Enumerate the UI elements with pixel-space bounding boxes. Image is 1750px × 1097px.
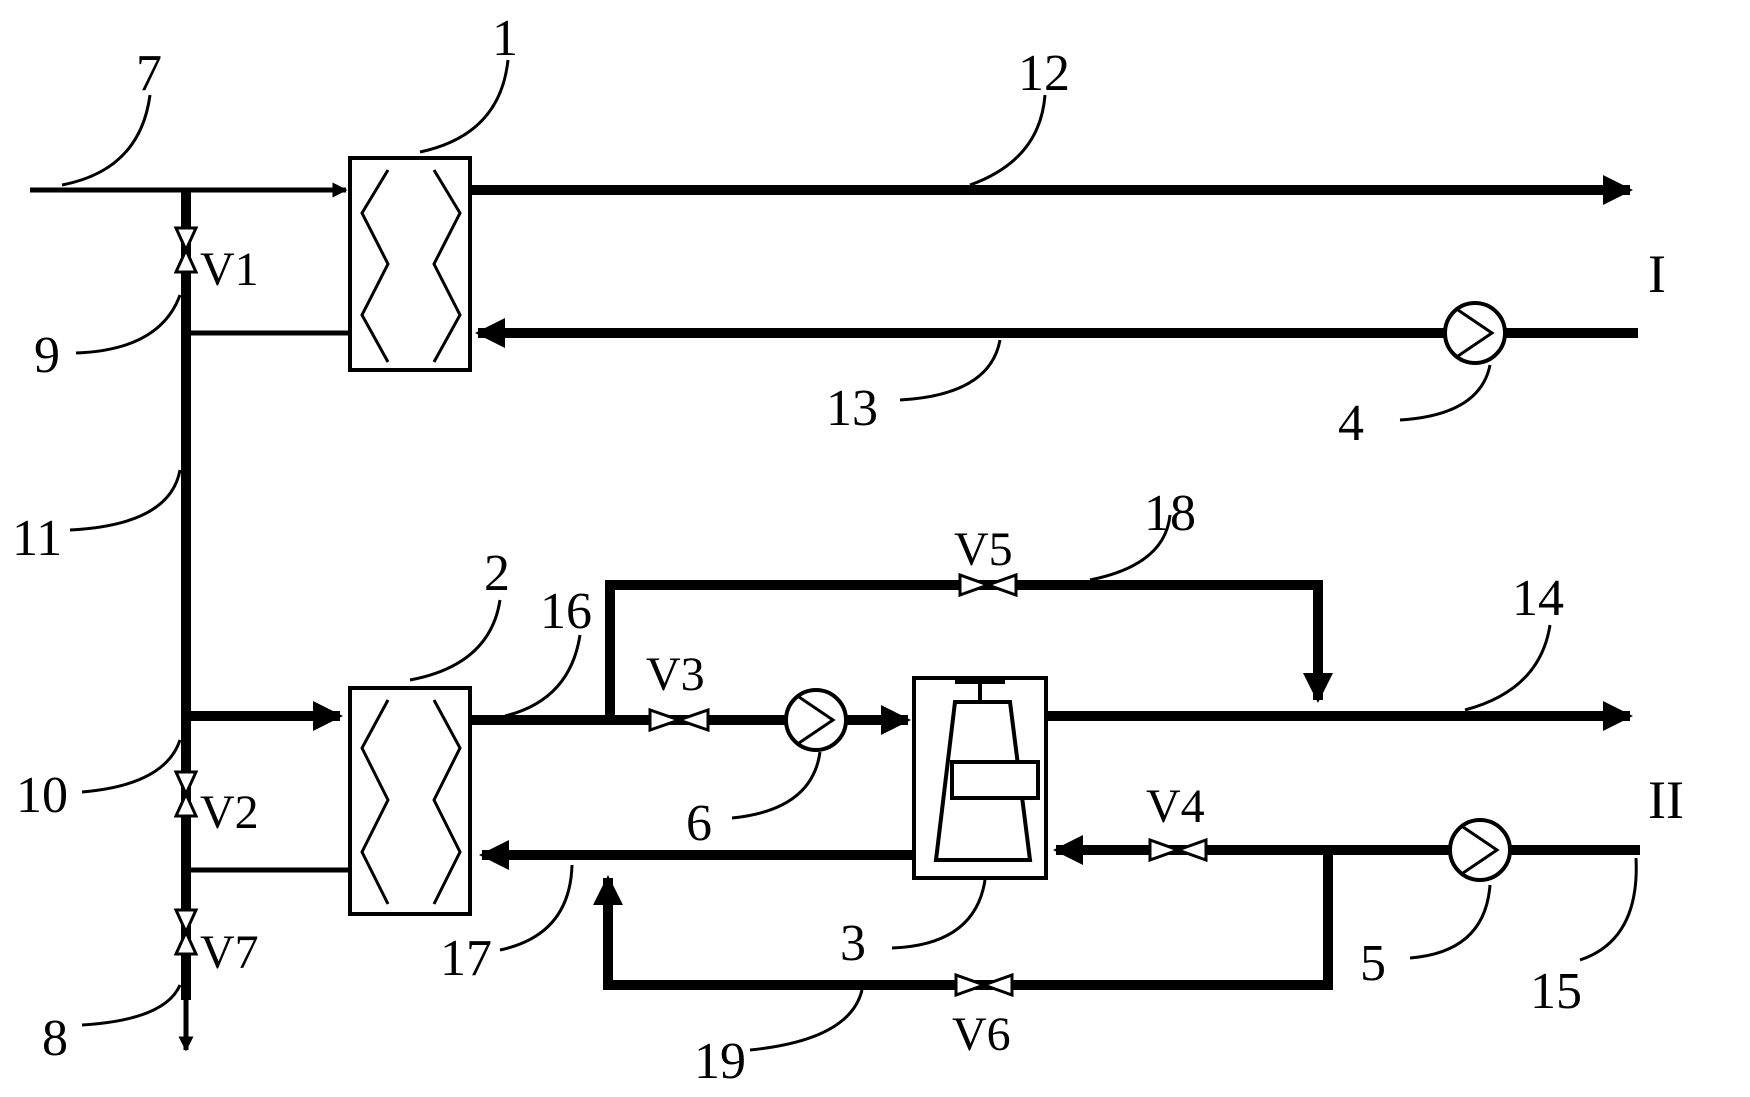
leader-15 — [1579, 857, 1638, 962]
leader-14 — [1464, 624, 1552, 712]
label-16: 16 — [540, 583, 592, 640]
leader-13 — [899, 339, 1002, 402]
label-11: 11 — [12, 510, 62, 567]
label-4: 4 — [1338, 395, 1364, 452]
label-v1: V1 — [200, 243, 259, 296]
leader-8 — [81, 984, 182, 1027]
valve-v6 — [954, 972, 1014, 998]
label-v6: V6 — [952, 1008, 1011, 1061]
label-v3: V3 — [646, 648, 705, 701]
label-13: 13 — [826, 380, 878, 437]
leader-9 — [75, 294, 182, 355]
leader-17 — [499, 864, 574, 952]
leader-4 — [1399, 364, 1492, 422]
label-circuit-1: I — [1648, 244, 1666, 304]
leader-7 — [61, 94, 152, 187]
heat-pump-unit-3 — [912, 676, 1048, 880]
leader-6 — [731, 751, 822, 820]
label-6: 6 — [686, 795, 712, 852]
label-8: 8 — [42, 1010, 68, 1067]
pump-5 — [1448, 818, 1512, 882]
label-v2: V2 — [200, 786, 259, 839]
leader-2 — [409, 599, 502, 682]
label-2: 2 — [484, 545, 510, 602]
pump-6 — [784, 688, 848, 752]
label-18: 18 — [1144, 485, 1196, 542]
label-14: 14 — [1512, 570, 1564, 627]
valve-v5 — [958, 572, 1018, 598]
label-1: 1 — [492, 10, 518, 67]
heat-exchanger-2 — [348, 686, 472, 916]
valve-v4 — [1148, 837, 1208, 863]
leader-16 — [504, 634, 582, 718]
leader-3 — [891, 879, 987, 950]
label-12: 12 — [1018, 45, 1070, 102]
valve-v7 — [173, 908, 199, 956]
label-17: 17 — [440, 930, 492, 987]
label-v5: V5 — [954, 523, 1013, 576]
label-9: 9 — [34, 327, 60, 384]
leader-19 — [749, 989, 864, 1052]
valve-v3 — [648, 707, 710, 733]
label-v7: V7 — [200, 926, 259, 979]
leader-12 — [969, 94, 1047, 187]
label-7: 7 — [136, 45, 162, 102]
leader-18 — [1089, 514, 1172, 582]
label-v4: V4 — [1146, 780, 1205, 833]
valve-v1 — [173, 226, 199, 274]
leader-10 — [81, 739, 182, 794]
heat-exchanger-1 — [348, 156, 472, 372]
leader-5 — [1409, 884, 1492, 960]
label-circuit-2: II — [1648, 770, 1684, 830]
leader-1 — [419, 59, 510, 154]
label-19: 19 — [694, 1033, 746, 1090]
valve-v2 — [173, 770, 199, 818]
label-10: 10 — [16, 767, 68, 824]
label-3: 3 — [840, 915, 866, 972]
leader-11 — [69, 469, 182, 532]
pump-4 — [1443, 301, 1507, 365]
label-15: 15 — [1530, 963, 1582, 1020]
label-5: 5 — [1360, 935, 1386, 992]
